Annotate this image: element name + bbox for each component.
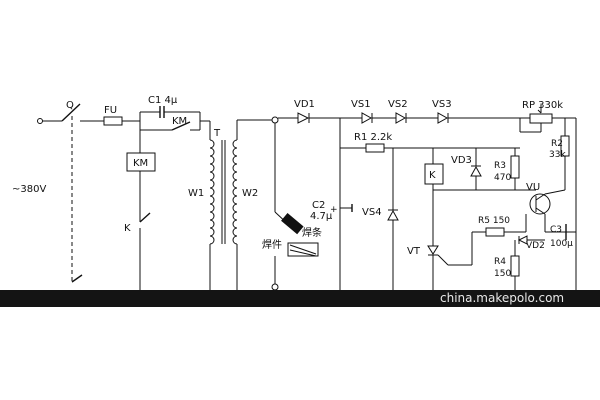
label-r4: R4 — [494, 257, 506, 267]
resistor-r5 — [485, 227, 505, 237]
resistor-r3 — [510, 155, 520, 179]
coil-w1 — [209, 139, 215, 245]
label-c2-plus: + — [330, 205, 338, 215]
label-c3: C3 — [550, 225, 562, 235]
diode-vd1 — [297, 112, 310, 124]
label-c2-value: 4.7μ — [310, 211, 333, 222]
electrode-section: 焊条 焊件 — [262, 116, 322, 292]
label-voltage: ~380V — [12, 184, 46, 195]
label-w2: W2 — [242, 188, 258, 199]
label-rp: RP 330k — [522, 100, 563, 111]
label-electrode: 焊条 — [302, 226, 322, 239]
control-section: VD1 VS1 VS2 VS3 RP 330k R2 33k — [294, 99, 577, 292]
label-vs4: VS4 — [362, 207, 382, 218]
coil-km — [126, 152, 156, 172]
label-r4-value: 150 — [494, 269, 511, 279]
label-c1: C1 4μ — [148, 95, 178, 106]
contact-km — [171, 121, 191, 131]
label-c3-value: 100μ — [550, 239, 573, 249]
watermark: china.makepolo.com — [440, 291, 564, 305]
label-k-switch: K — [124, 223, 131, 234]
label-vs3: VS3 — [432, 99, 452, 110]
label-vd1: VD1 — [294, 99, 315, 110]
label-q: Q — [66, 100, 74, 111]
relay-k — [424, 163, 444, 185]
potentiometer-rp — [529, 113, 553, 124]
terminal-electrode — [271, 116, 279, 124]
label-vt: VT — [407, 246, 421, 257]
resistor-r1 — [365, 143, 385, 153]
label-workpiece: 焊件 — [262, 239, 282, 251]
electrode-rod — [281, 213, 304, 235]
label-km-coil: KM — [133, 158, 148, 169]
transistor-vu — [529, 193, 551, 215]
label-r1: R1 2.2k — [354, 132, 392, 143]
label-r3-value: 470 — [494, 173, 511, 183]
thyristor-vt — [427, 245, 439, 255]
label-vs1: VS1 — [351, 99, 371, 110]
label-r2-value: 33k — [549, 150, 566, 160]
label-c2: C2 — [312, 200, 325, 211]
bottom-band — [0, 290, 600, 307]
switch-q — [61, 103, 81, 122]
label-vs2: VS2 — [388, 99, 408, 110]
label-r5: R5 150 — [478, 216, 510, 226]
zener-vs2 — [395, 112, 407, 124]
mains-section: Q FU C1 4μ KM KM K ~380V — [12, 95, 272, 292]
label-r3: R3 — [494, 161, 506, 171]
zener-vs1 — [361, 112, 373, 124]
label-k-relay: K — [429, 170, 436, 181]
zener-vs4 — [387, 209, 399, 221]
coil-w2 — [232, 139, 238, 245]
label-km-contact: KM — [172, 116, 187, 127]
resistor-r4 — [510, 255, 520, 277]
label-vu: VU — [526, 182, 540, 193]
fuse-fu — [103, 116, 123, 126]
zener-vs3 — [437, 112, 449, 124]
label-w1: W1 — [188, 188, 204, 199]
label-vd3: VD3 — [451, 155, 472, 166]
terminal-top — [37, 118, 43, 124]
label-r2: R2 — [551, 139, 563, 149]
switch-k — [139, 212, 151, 223]
label-t: T — [213, 128, 221, 139]
label-vd2: VD2 — [526, 241, 545, 251]
diode-vd3 — [470, 165, 482, 177]
label-fu: FU — [104, 105, 117, 116]
